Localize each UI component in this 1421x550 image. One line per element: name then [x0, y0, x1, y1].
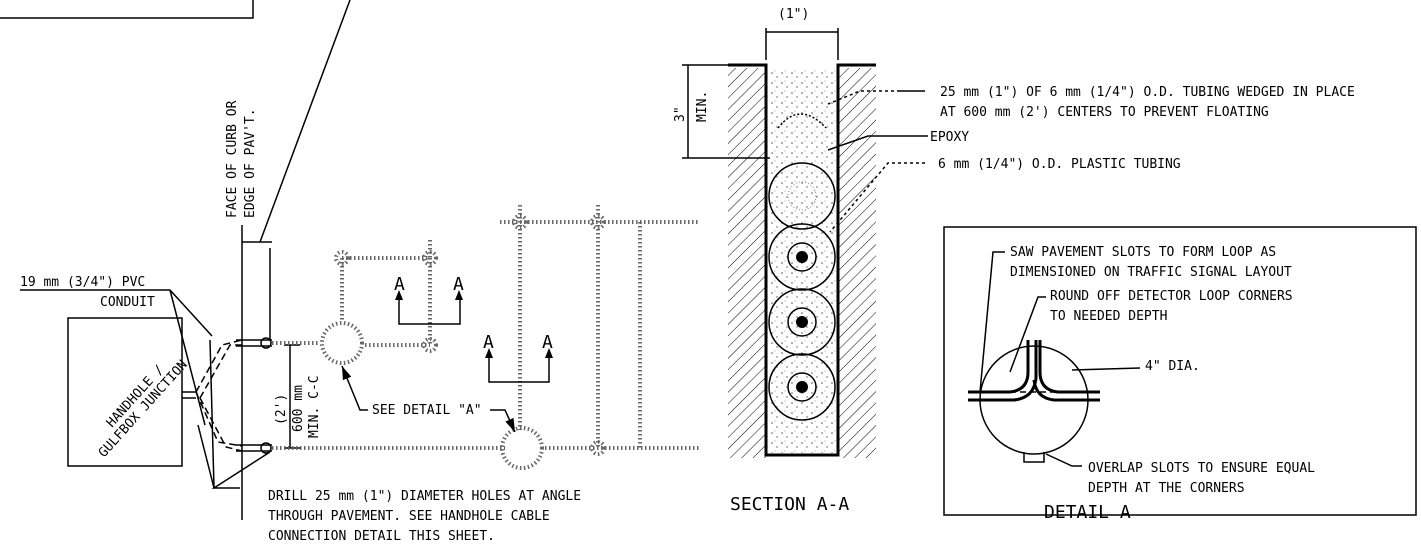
spacing-label-3: MIN. C-C [307, 375, 322, 438]
loop-1-corner-3 [422, 250, 438, 266]
loop-2-corner-2 [590, 214, 606, 230]
conduit-lower [195, 391, 243, 452]
detail-title: DETAIL A [1044, 502, 1131, 523]
slot-left [968, 340, 1030, 394]
section-marker-2: A [453, 274, 464, 295]
spacing-label-2: 600 mm [291, 385, 306, 432]
dia-label: 4" DIA. [1145, 359, 1200, 374]
pavement-hatch-right [838, 68, 876, 458]
drill-hole-upper [236, 339, 272, 347]
section-markers: A A A A [394, 274, 553, 383]
depth-label-2: MIN. [695, 91, 710, 122]
cable-top [768, 162, 836, 230]
loop-2-corner-detail [500, 426, 544, 470]
epoxy-label: EPOXY [930, 130, 969, 145]
slot-left-2 [968, 340, 1038, 402]
conduit-stub [182, 391, 196, 399]
loop-2-corner-1 [512, 214, 528, 230]
epoxy-leader [827, 135, 928, 151]
wire-bundle [768, 223, 836, 421]
face-of-curb-label-2: EDGE OF PAV'T. [243, 108, 258, 218]
tubing-note-1: 25 mm (1") OF 6 mm (1/4") O.D. TUBING WE… [940, 85, 1355, 100]
section-marker-1: A [394, 274, 405, 295]
drill-note-3: CONNECTION DETAIL THIS SHEET. [268, 529, 495, 544]
leader-line [259, 0, 351, 243]
see-detail-label: SEE DETAIL "A" [372, 403, 482, 418]
saw-note-1: SAW PAVEMENT SLOTS TO FORM LOOP AS [1010, 245, 1276, 260]
round-leader [1009, 296, 1046, 373]
section-line-2 [488, 354, 550, 383]
section-title: SECTION A-A [730, 494, 849, 515]
cable-top-core [787, 181, 817, 211]
overlap-note-2: DEPTH AT THE CORNERS [1088, 481, 1245, 496]
section-marker-3: A [483, 332, 494, 353]
plan-view: FACE OF CURB OR EDGE OF PAV'T. 19 mm (3/… [20, 100, 700, 544]
see-detail-leader-2 [490, 409, 516, 433]
loop-1-corner [320, 321, 364, 365]
conduit-leader-1 [169, 289, 213, 337]
round-note-1: ROUND OFF DETECTOR LOOP CORNERS [1050, 289, 1293, 304]
drill-note-1: DRILL 25 mm (1") DIAMETER HOLES AT ANGLE [268, 489, 581, 504]
conduit-label-2: CONDUIT [100, 295, 155, 310]
loop-2-corner-3 [590, 440, 606, 456]
plastic-tubing-leader [829, 162, 925, 233]
drill-note-2: THROUGH PAVEMENT. SEE HANDHOLE CABLE [268, 509, 550, 524]
title-box-fragment [0, 0, 254, 19]
loop-1 [340, 256, 432, 347]
section-marker-4: A [542, 332, 553, 353]
plastic-tubing-label: 6 mm (1/4") O.D. PLASTIC TUBING [938, 157, 1181, 172]
slot-right [1038, 340, 1100, 394]
detail-a: SAW PAVEMENT SLOTS TO FORM LOOP AS DIMEN… [943, 226, 1417, 523]
overlap-slot [1023, 452, 1045, 463]
loop-2 [500, 205, 700, 450]
tubing-note-2: AT 600 mm (2') CENTERS TO PREVENT FLOATI… [940, 105, 1269, 120]
depth-label-1: 3" [673, 106, 688, 122]
drill-leader-2 [197, 424, 215, 489]
saw-slot-outline [728, 63, 876, 457]
width-dim-label: (1") [778, 7, 809, 22]
drill-leader-3 [209, 339, 215, 489]
section-line-1 [398, 296, 461, 325]
tubing-leader [827, 90, 900, 105]
overlap-leader [1045, 453, 1082, 467]
pavement-hatch-left [728, 68, 766, 458]
round-note-2: TO NEEDED DEPTH [1050, 309, 1167, 324]
spacing-label-1: (2') [274, 394, 289, 425]
dia-leader [1071, 367, 1141, 371]
loop-1-corner-4 [422, 337, 438, 353]
drill-hole-lower-end [260, 442, 272, 454]
loop-1-corner-2 [334, 250, 350, 266]
detail-a-frame [943, 226, 1417, 516]
conduit-leader-2 [169, 289, 206, 426]
slot-right-2 [1032, 379, 1100, 402]
overlap-note-1: OVERLAP SLOTS TO ENSURE EQUAL [1088, 461, 1315, 476]
saw-leader [979, 251, 1005, 393]
saw-note-2: DIMENSIONED ON TRAFFIC SIGNAL LAYOUT [1010, 265, 1292, 280]
conduit-upper [195, 339, 243, 399]
handhole-label-2: GULFBOX JUNCTION [96, 358, 191, 461]
drill-hole-upper-end [260, 337, 272, 349]
conduit-label-1: 19 mm (3/4") PVC [20, 275, 145, 290]
drill-hole-lower [236, 444, 272, 452]
section-view: (1") 3" MIN. 25 mm (1") OF 6 mm (1/4") O… [673, 7, 1355, 515]
see-detail-leader-1 [341, 365, 368, 411]
loop-feeder [272, 341, 505, 450]
face-of-curb-label-1: FACE OF CURB OR [225, 100, 240, 218]
